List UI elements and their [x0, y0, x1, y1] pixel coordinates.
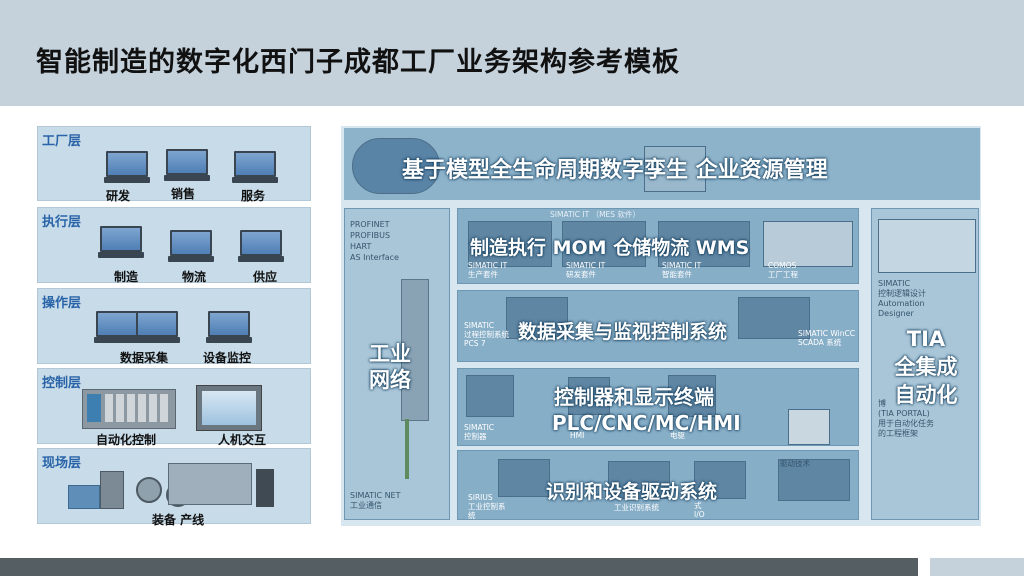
equipment-icon	[100, 471, 124, 509]
tia-bottom-caption: 博 (TIA PORTAL) 用于自动化任务 的工程框架	[878, 399, 934, 439]
level-item-sales: 销售	[171, 185, 195, 202]
level-execution: 执行层 制造 物流 供应	[37, 207, 311, 283]
valve-icon	[136, 477, 162, 503]
tia-designer-image	[878, 219, 976, 273]
page-title: 智能制造的数字化西门子成都工厂业务架构参考模板	[36, 40, 680, 79]
level-item-rd: 研发	[106, 187, 130, 204]
computer-icon	[240, 230, 282, 264]
computer-icon	[166, 149, 208, 183]
mom-cap-2: SIMATIC IT 研发套件	[566, 261, 605, 279]
drive-title: 识别和设备驱动系统	[546, 477, 717, 504]
level-item-hmi: 人机交互	[218, 431, 266, 448]
computer-icon	[136, 311, 178, 345]
level-item-equipment-line: 装备 产线	[152, 511, 204, 528]
computer-icon	[106, 151, 148, 185]
plc-cap-hmi: HMI	[570, 431, 584, 440]
plc-box: 控制器和显示终端 PLC/CNC/MC/HMI SIMATIC 控制器 HMI …	[457, 368, 859, 446]
footer-bar-right	[930, 558, 1024, 576]
mom-box: SIMATIC IT （MES 软件） 制造执行 MOM 仓储物流 WMS SI…	[457, 208, 859, 284]
drive-cap-sirius: SIRIUS 工业控制系 统	[468, 493, 506, 520]
plc-cap-controller: SIMATIC 控制器	[464, 423, 494, 441]
computer-icon	[234, 151, 276, 185]
drive-cabinet-icon	[256, 469, 274, 507]
level-item-logistics: 物流	[182, 268, 206, 285]
level-item-manufacturing: 制造	[114, 268, 138, 285]
level-item-equipment-monitor: 设备监控	[203, 349, 251, 366]
equipment-icon	[68, 485, 100, 509]
plc-cap-drive: 电驱	[670, 431, 685, 440]
level-control: 控制层 自动化控制 人机交互	[37, 368, 311, 444]
level-factory: 工厂层 研发 销售 服务	[37, 126, 311, 201]
computer-icon	[100, 226, 142, 260]
mom-cap-4: COMOS 工厂工程	[768, 261, 798, 279]
plc-image	[466, 375, 514, 417]
scada-left-caption: SIMATIC 过程控制系统 PCS 7	[464, 321, 509, 348]
drive-box: SIRIUS 工业控制系 统 识别和设备驱动系统 工业识别系统 式 I/O 驱动…	[457, 450, 859, 520]
level-label-operation: 操作层	[42, 292, 81, 311]
mom-cap-1: SIMATIC IT 生产套件	[468, 261, 507, 279]
mom-title: 制造执行 MOM 仓储物流 WMS	[470, 233, 749, 260]
hmi-panel-icon	[196, 385, 262, 431]
scada-box: SIMATIC 过程控制系统 PCS 7 数据采集与监视控制系统 SIMATIC…	[457, 290, 859, 362]
mom-header: SIMATIC IT （MES 软件）	[550, 210, 640, 219]
network-cable-image	[405, 419, 409, 479]
drive-tech-image	[788, 409, 830, 445]
mom-cap-3: SIMATIC IT 智能套件	[662, 261, 701, 279]
production-line-icon	[168, 463, 252, 505]
top-bar-title: 基于模型全生命周期数字孪生 企业资源管理	[402, 152, 828, 184]
drive-cap-io: 式 I/O	[694, 501, 705, 519]
footer-bar	[0, 558, 918, 576]
drive-cap-ident: 工业识别系统	[614, 503, 659, 512]
level-item-supply: 供应	[253, 268, 277, 285]
level-label-factory: 工厂层	[42, 130, 81, 149]
computer-icon	[208, 311, 250, 345]
tia-box: SIMATIC 控制逻辑设计 Automation Designer TIA 全…	[871, 208, 979, 520]
drive-cap-drive-tech: 驱动技术	[780, 459, 810, 468]
tia-title: TIA 全集成 自动化	[886, 325, 966, 409]
level-label-execution: 执行层	[42, 211, 81, 230]
plc-rack-icon	[82, 389, 176, 429]
computer-icon	[96, 311, 138, 345]
level-label-control: 控制层	[42, 372, 81, 391]
network-box: PROFINET PROFIBUS HART AS Interface 工业 网…	[344, 208, 450, 520]
computer-icon	[170, 230, 212, 264]
network-title: 工业 网络	[369, 341, 411, 393]
tia-top-caption: SIMATIC 控制逻辑设计 Automation Designer	[878, 279, 926, 319]
level-item-data-collection: 数据采集	[120, 349, 168, 366]
sirius-image	[498, 459, 550, 497]
level-operation: 操作层 数据采集 设备监控	[37, 288, 311, 364]
scada-right-caption: SIMATIC WinCC SCADA 系统	[798, 329, 855, 347]
scada-title: 数据采集与监视控制系统	[518, 317, 727, 344]
level-item-service: 服务	[241, 187, 265, 204]
network-protocols: PROFINET PROFIBUS HART AS Interface	[350, 219, 399, 263]
level-field: 现场层 装备 产线	[37, 448, 311, 524]
level-label-field: 现场层	[42, 452, 81, 471]
top-bar: 基于模型全生命周期数字孪生 企业资源管理	[344, 128, 980, 200]
plc-title-1: 控制器和显示终端	[554, 381, 714, 410]
level-item-automation-control: 自动化控制	[96, 431, 156, 448]
network-caption: SIMATIC NET 工业通信	[350, 491, 401, 511]
